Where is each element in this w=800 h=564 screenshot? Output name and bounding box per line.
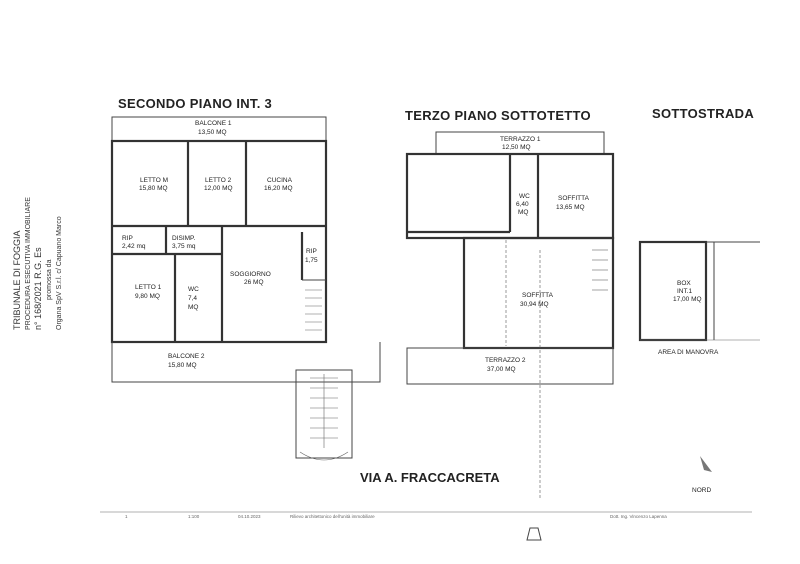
soggiorno-name: SOGGIORNO <box>230 271 271 278</box>
rip-2-name: RIP <box>306 248 317 255</box>
balcony-2-name: BALCONE 2 <box>168 353 205 360</box>
basement-title: SOTTOSTRADA <box>652 106 754 121</box>
terrace-2-name: TERRAZZO 2 <box>485 357 526 364</box>
second-floor-title: SECONDO PIANO INT. 3 <box>118 96 272 111</box>
letto-1-name: LETTO 1 <box>135 284 162 291</box>
balcony-2-outline <box>111 342 381 383</box>
footer-author: Dott. Ing. Vincenzo Lapenna <box>610 514 667 519</box>
north-arrow: NORD <box>692 456 712 494</box>
balcony-1-name: BALCONE 1 <box>195 120 232 127</box>
basement-plan: SOTTOSTRADA BOX INT.1 17,00 MQ AREA DI M… <box>638 106 760 356</box>
stamp-line-2: PROCEDURA ESECUTIVA IMMOBILIARE <box>25 197 32 330</box>
rip-1-name: RIP <box>122 235 133 242</box>
box-outline <box>638 240 708 342</box>
footer-scale: 1:100 <box>188 514 200 519</box>
balcony-1-area: 13,50 MQ <box>198 129 227 136</box>
cucina-area: 16,20 MQ <box>264 185 293 192</box>
terrace-1-name: TERRAZZO 1 <box>500 136 541 143</box>
footer-description: Rilievo architettonico dell'unità immobi… <box>290 514 375 519</box>
wc-area: 7,4 <box>188 295 197 302</box>
wc-3-name: WC <box>519 193 530 200</box>
box-name: BOX <box>677 280 691 287</box>
rip-2-area: 1,75 <box>305 257 318 264</box>
stamp-mark-icon <box>526 527 542 541</box>
cucina-name: CUCINA <box>267 177 293 184</box>
box-area: 17,00 MQ <box>673 296 702 303</box>
third-floor-stair <box>592 249 608 291</box>
second-floor-outer-wall <box>110 139 328 344</box>
stair-steps <box>305 289 322 331</box>
stairwell <box>295 369 353 461</box>
letto-2-name: LETTO 2 <box>205 177 232 184</box>
soffitta-1-name: SOFFITTA <box>558 195 590 202</box>
north-label: NORD <box>692 487 711 494</box>
disimp-area: 3,75 mq <box>172 243 196 250</box>
letto-m-area: 15,80 MQ <box>139 185 168 192</box>
third-floor-title: TERZO PIANO SOTTOTETTO <box>405 108 591 123</box>
soffitta-1-area: 13,65 MQ <box>556 204 585 211</box>
soggiorno-area: 26 MQ <box>244 279 264 286</box>
letto-1-area: 9,80 MQ <box>135 293 160 300</box>
footer-date: 04.10.2023 <box>238 514 261 519</box>
stamp-line-1: TRIBUNALE DI FOGGIA <box>12 230 22 330</box>
third-floor-plan: TERZO PIANO SOTTOTETTO TERRAZZO 1 12,50 … <box>405 108 615 500</box>
rip-1-area: 2,42 mq <box>122 243 146 250</box>
terrace-2-area: 37,00 MQ <box>487 366 516 373</box>
second-floor-plan: SECONDO PIANO INT. 3 BALCONE 1 13,50 MQ … <box>110 96 381 461</box>
balcony-2-area: 15,80 MQ <box>168 362 197 369</box>
wc-3-area: 6,40 <box>516 201 529 208</box>
terrace-1-area: 12,50 MQ <box>502 144 531 151</box>
box-int: INT.1 <box>677 288 693 295</box>
tribunal-stamp: TRIBUNALE DI FOGGIA PROCEDURA ESECUTIVA … <box>12 197 63 330</box>
soffitta-2-name: SOFFITTA <box>522 292 554 299</box>
letto-m-name: LETTO M <box>140 177 168 184</box>
wc-name: WC <box>188 286 199 293</box>
street-name: VIA A. FRACCACRETA <box>360 470 500 485</box>
stamp-line-3: n° 168/2021 R.G. Es <box>33 247 43 330</box>
maneuver-area-label: AREA DI MANOVRA <box>658 349 719 356</box>
soffitta-2-area: 30,94 MQ <box>520 301 549 308</box>
wc-unit: MQ <box>188 304 198 311</box>
wc-3-unit: MQ <box>518 209 528 216</box>
stamp-line-5: Organa SpV S.r.l. c/ Capuano Marco <box>56 216 63 330</box>
letto-2-area: 12,00 MQ <box>204 185 233 192</box>
terrace-2-outline <box>406 347 614 385</box>
footer-page: 1 <box>125 514 128 519</box>
stamp-line-4: promossa da <box>46 259 53 300</box>
disimp-name: DISIMP. <box>172 235 196 242</box>
